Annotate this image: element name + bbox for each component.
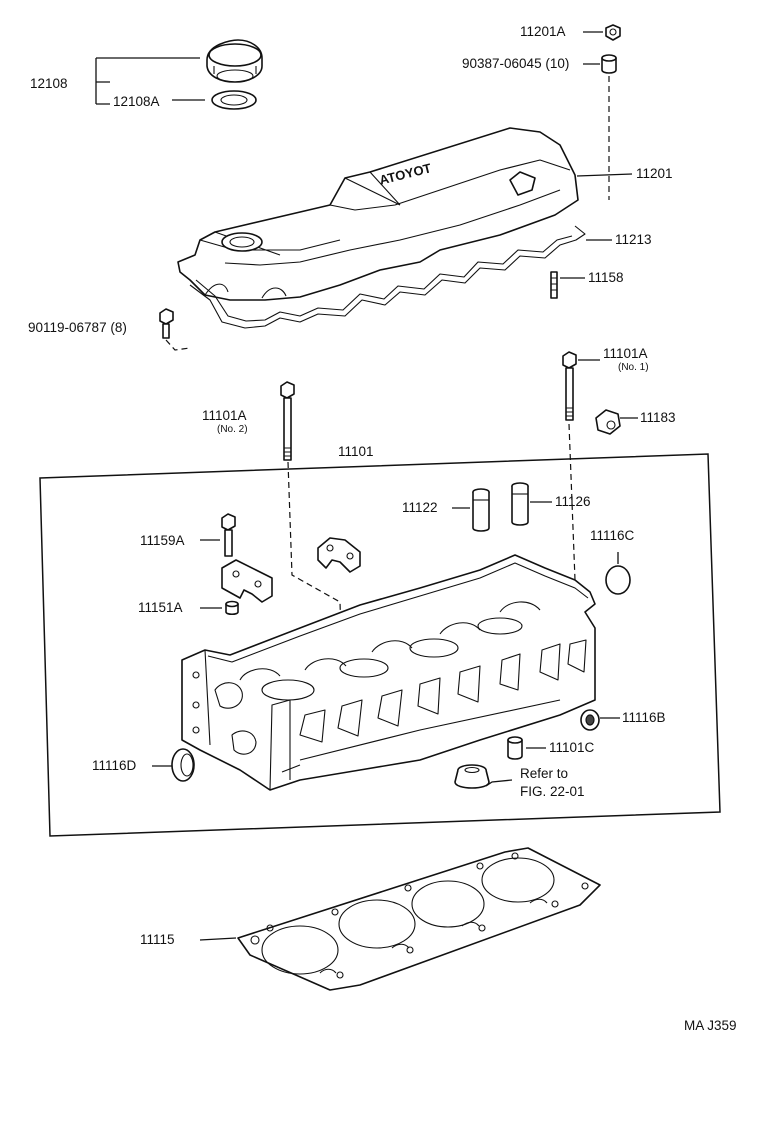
valve-guide-11122: [472, 488, 490, 532]
label-11116C: 11116C: [590, 528, 635, 543]
label-90387-06045: 90387-06045 (10): [462, 56, 569, 71]
cylinder-head-cover: TOYOTA: [177, 127, 579, 301]
label-11213: 11213: [615, 232, 652, 247]
bracket-12108: [95, 57, 205, 105]
label-11159A: 11159A: [140, 533, 185, 548]
nut-11201A: [605, 24, 621, 41]
label-11126: 11126: [555, 494, 591, 509]
label-refer-line1: Refer to: [520, 766, 568, 781]
camshaft-seal-reference-part: [454, 764, 490, 789]
label-11122: 11122: [402, 500, 438, 515]
stud-11158: [550, 271, 558, 299]
label-12108A: 12108A: [113, 94, 160, 109]
label-11101C: 11101C: [549, 740, 595, 755]
label-11116D: 11116D: [92, 758, 137, 773]
cylinder-head-gasket: [237, 847, 601, 991]
cylinder-head-subassembly-frame: [39, 453, 721, 837]
label-11201: 11201: [636, 166, 673, 181]
label-11158: 11158: [588, 270, 624, 285]
plug-11183: [595, 409, 621, 435]
grommet-90387: [601, 54, 617, 74]
label-11101A-no1-sub: (No. 1): [618, 362, 649, 373]
plug-11116C: [605, 565, 631, 595]
dowel-11151A: [225, 600, 239, 616]
valve-guide-11126: [511, 482, 529, 526]
label-11101: 11101: [338, 444, 374, 459]
bolt-11159A: [221, 513, 236, 557]
bolt-90119-06787: [159, 308, 174, 339]
camshaft-bearing-cap-upper: [317, 537, 361, 573]
label-refer-line2: FIG. 22-01: [520, 784, 585, 799]
label-11116B: 11116B: [622, 710, 666, 725]
label-11101A-no2-sub: (No. 2): [217, 424, 248, 435]
camshaft-bearing-cap-lower: [221, 559, 273, 603]
head-bolt-no2: [280, 381, 295, 461]
figure-code: MA J359: [684, 1018, 737, 1033]
plug-11116D: [171, 748, 195, 782]
label-12108: 12108: [30, 76, 68, 91]
label-11115: 11115: [140, 932, 175, 947]
label-11201A: 11201A: [520, 24, 566, 39]
dowel-11101C: [507, 736, 523, 760]
plug-11116B: [580, 709, 600, 731]
label-90119-06787: 90119-06787 (8): [28, 320, 127, 335]
cylinder-head: [181, 554, 596, 791]
label-11101A-no2: 11101A: [202, 408, 247, 423]
label-11151A: 11151A: [138, 600, 183, 615]
cylinder-head-cover-gasket: [189, 225, 586, 329]
oil-filler-cap: [206, 39, 263, 83]
oil-filler-cap-gasket: [211, 90, 257, 110]
label-11101A-no1: 11101A: [603, 346, 648, 361]
head-bolt-no1: [562, 351, 577, 421]
label-11183: 11183: [640, 410, 676, 425]
